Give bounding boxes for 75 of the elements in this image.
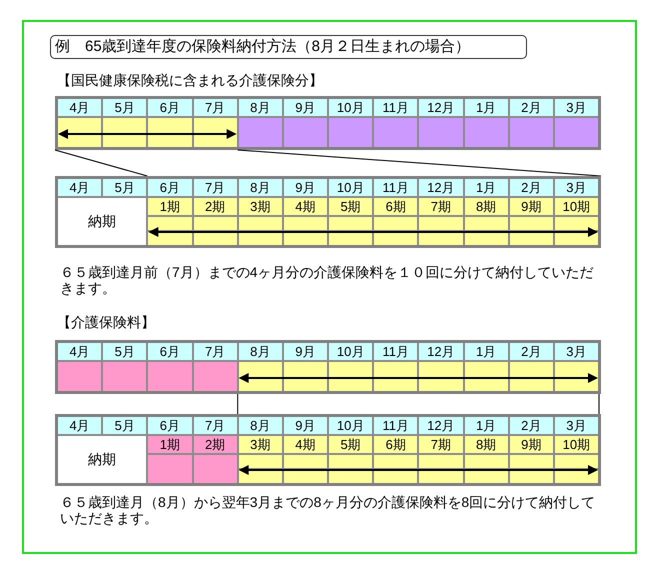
month-header: 9月 — [284, 99, 327, 116]
month-header: 10月 — [329, 343, 372, 360]
month-header: 5月 — [103, 417, 146, 434]
month-header: 4月 — [58, 99, 102, 116]
month-header: 10月 — [329, 179, 372, 196]
month-header: 3月 — [554, 179, 598, 196]
installment-label: 7期 — [419, 436, 462, 453]
installment-label: 4期 — [284, 436, 327, 453]
section-heading: 【介護保険料】 — [57, 314, 155, 332]
installment-label: 8期 — [464, 436, 508, 453]
installment-label: 5期 — [329, 198, 372, 215]
month-header: 10月 — [329, 417, 372, 434]
month-header: 1月 — [464, 179, 508, 196]
month-header: 9月 — [284, 179, 327, 196]
month-header: 4月 — [58, 179, 102, 196]
month-header: 6月 — [148, 99, 192, 116]
month-header: 6月 — [148, 179, 192, 196]
month-header: 3月 — [554, 343, 598, 360]
month-header: 2月 — [510, 343, 553, 360]
month-header: 10月 — [329, 99, 372, 116]
installment-label: 1期 — [148, 436, 192, 453]
month-header: 7月 — [194, 343, 237, 360]
month-header: 1月 — [464, 343, 508, 360]
installment-label: 5期 — [329, 436, 372, 453]
installment-label: 6期 — [374, 436, 418, 453]
installment-label: 2期 — [194, 436, 237, 453]
month-header: 3月 — [554, 417, 598, 434]
month-header: 5月 — [103, 179, 146, 196]
month-header: 5月 — [103, 99, 146, 116]
month-header: 11月 — [374, 417, 418, 434]
month-header: 1月 — [464, 99, 508, 116]
due-date-label: 納期 — [58, 436, 146, 483]
installment-label: 10期 — [554, 198, 598, 215]
month-header: 7月 — [194, 417, 237, 434]
month-header: 12月 — [419, 417, 462, 434]
month-header: 8月 — [238, 99, 282, 116]
installment-label: 3期 — [238, 198, 282, 215]
month-header: 12月 — [419, 179, 462, 196]
month-header: 8月 — [238, 179, 282, 196]
month-header: 7月 — [194, 99, 237, 116]
month-header: 12月 — [419, 99, 462, 116]
note-text: ６５歳到達月前（7月）までの4ヶ月分の介護保険料を１０回に分けて納付していただきます。 — [60, 264, 595, 296]
month-header: 1月 — [464, 417, 508, 434]
month-header: 6月 — [148, 417, 192, 434]
month-header: 12月 — [419, 343, 462, 360]
month-header: 4月 — [58, 343, 102, 360]
note-text: ６５歳到達月（8月）から翌年3月までの8ヶ月分の介護保険料を8回に分けて納付していただきます。 — [60, 494, 596, 526]
month-header: 2月 — [510, 417, 553, 434]
month-header: 8月 — [238, 417, 282, 434]
installment-label: 1期 — [148, 198, 192, 215]
month-header: 5月 — [103, 343, 146, 360]
installment-label: 3期 — [238, 436, 282, 453]
installment-label: 7期 — [419, 198, 462, 215]
month-header: 8月 — [238, 343, 282, 360]
section-heading: 【国民健康保険税に含まれる介護保険分】 — [57, 72, 323, 90]
month-header: 9月 — [284, 343, 327, 360]
installment-label: 9期 — [510, 436, 553, 453]
installment-label: 10期 — [554, 436, 598, 453]
month-header: 6月 — [148, 343, 192, 360]
title: 例 65歳到達年度の保険料納付方法（8月２日生まれの場合） — [50, 35, 527, 59]
month-header: 11月 — [374, 179, 418, 196]
month-header: 4月 — [58, 417, 102, 434]
installment-label: 4期 — [284, 198, 327, 215]
month-header: 11月 — [374, 99, 418, 116]
installment-label: 2期 — [194, 198, 237, 215]
month-header: 11月 — [374, 343, 418, 360]
installment-label: 9期 — [510, 198, 553, 215]
due-date-label: 納期 — [58, 198, 146, 245]
month-header: 2月 — [510, 99, 553, 116]
month-header: 7月 — [194, 179, 237, 196]
installment-label: 8期 — [464, 198, 508, 215]
installment-label: 6期 — [374, 198, 418, 215]
month-header: 2月 — [510, 179, 553, 196]
month-header: 9月 — [284, 417, 327, 434]
month-header: 3月 — [554, 99, 598, 116]
